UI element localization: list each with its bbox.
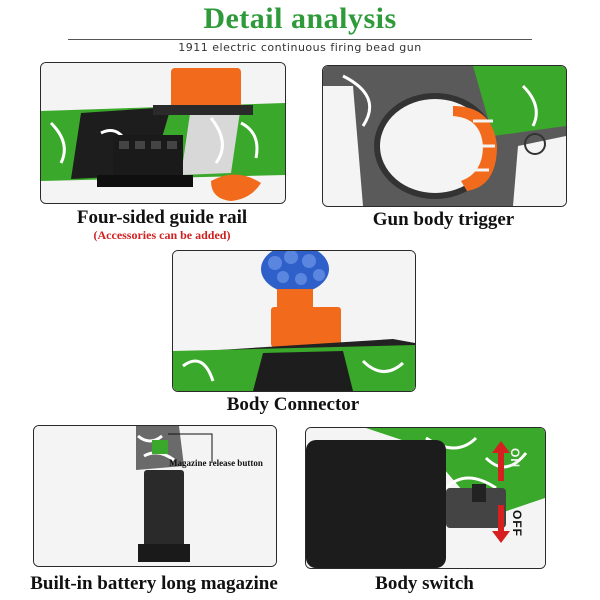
switch-on-label: ON	[508, 448, 522, 468]
magazine-release-callout: Magazine release button	[169, 458, 263, 468]
trigger-caption: Gun body trigger	[372, 209, 515, 230]
magazine-photo	[33, 425, 277, 567]
rail-note: (Accessories can be added)	[93, 228, 231, 242]
trigger-illustration	[323, 66, 566, 206]
rail-photo	[40, 62, 286, 204]
page-subtitle: 1911 electric continuous firing bead gun	[178, 41, 422, 54]
on-arrow-icon	[492, 441, 510, 481]
trigger-photo	[322, 65, 567, 207]
connector-caption: Body Connector	[226, 394, 360, 415]
switch-off-label: OFF	[510, 510, 524, 537]
title-divider	[68, 39, 532, 40]
magazine-illustration	[34, 426, 276, 566]
switch-caption: Body switch	[375, 573, 474, 594]
page-title: Detail analysis	[203, 2, 397, 35]
rail-illustration	[41, 63, 285, 203]
connector-illustration	[173, 251, 415, 391]
off-arrow-icon	[492, 505, 510, 543]
rail-caption: Four-sided guide rail	[76, 207, 248, 228]
magazine-caption: Built-in battery long magazine	[30, 573, 278, 594]
connector-photo	[172, 250, 416, 392]
